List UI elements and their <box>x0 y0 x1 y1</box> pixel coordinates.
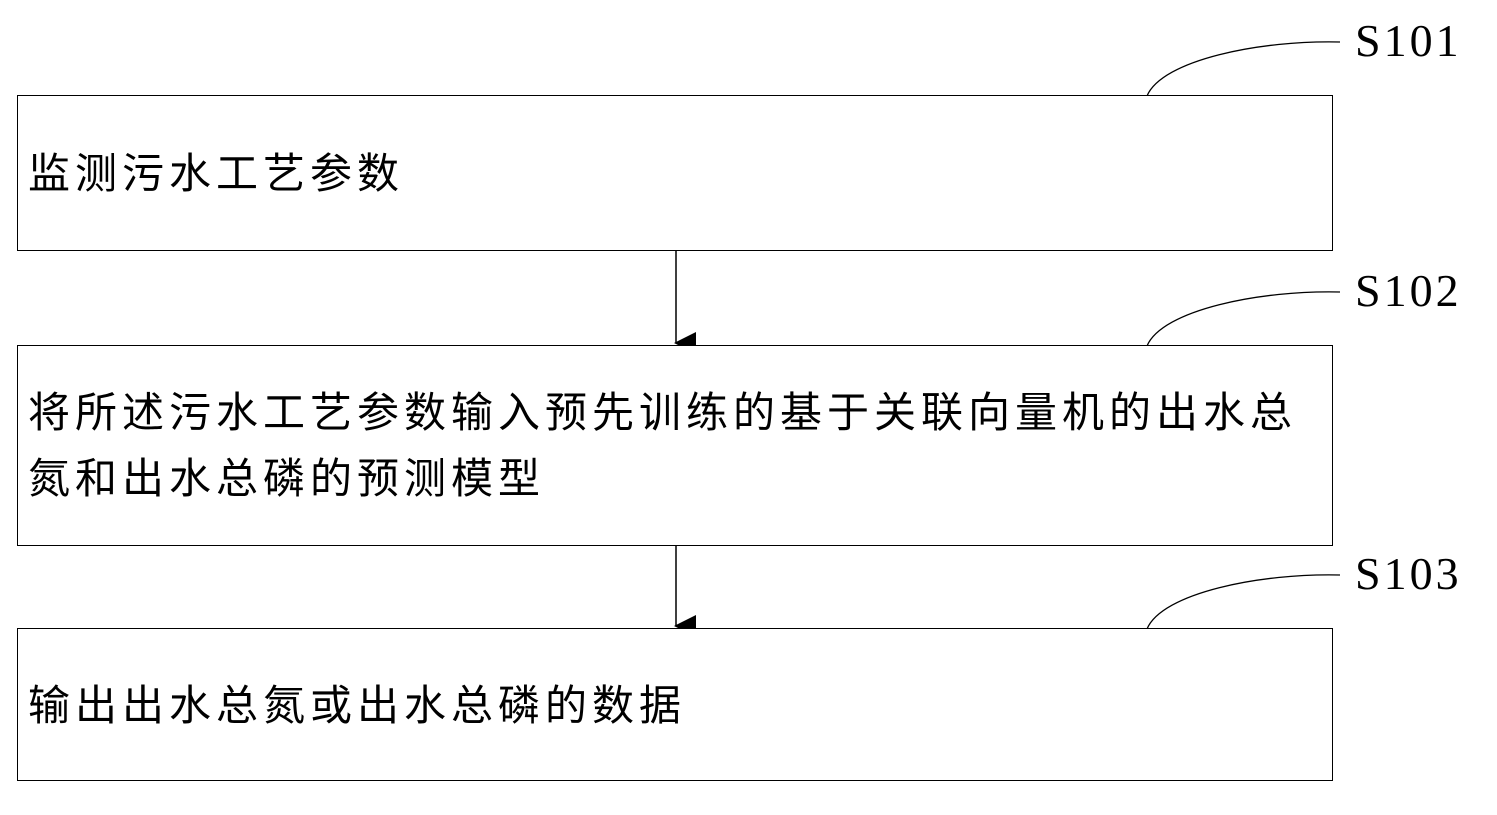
step-label-s102: S102 <box>1355 265 1462 316</box>
step-box-s101: 监测污水工艺参数 <box>17 95 1333 251</box>
step-text-s101: 监测污水工艺参数 <box>28 149 405 198</box>
step-box-s103: 输出出水总氮或出水总磷的数据 <box>17 628 1333 781</box>
step-box-s102: 将所述污水工艺参数输入预先训练的基于关联向量机的出水总氮和出水总磷的预测模型 <box>17 345 1333 546</box>
leader-curve-s102 <box>1146 291 1341 347</box>
step-label-s101: S101 <box>1355 15 1462 66</box>
step-label-s103: S103 <box>1355 548 1462 599</box>
step-text-s102: 将所述污水工艺参数输入预先训练的基于关联向量机的出水总氮和出水总磷的预测模型 <box>28 388 1298 503</box>
leader-curve-s101 <box>1146 41 1341 97</box>
step-text-s103: 输出出水总氮或出水总磷的数据 <box>28 681 687 730</box>
leader-curve-s103 <box>1146 574 1341 630</box>
